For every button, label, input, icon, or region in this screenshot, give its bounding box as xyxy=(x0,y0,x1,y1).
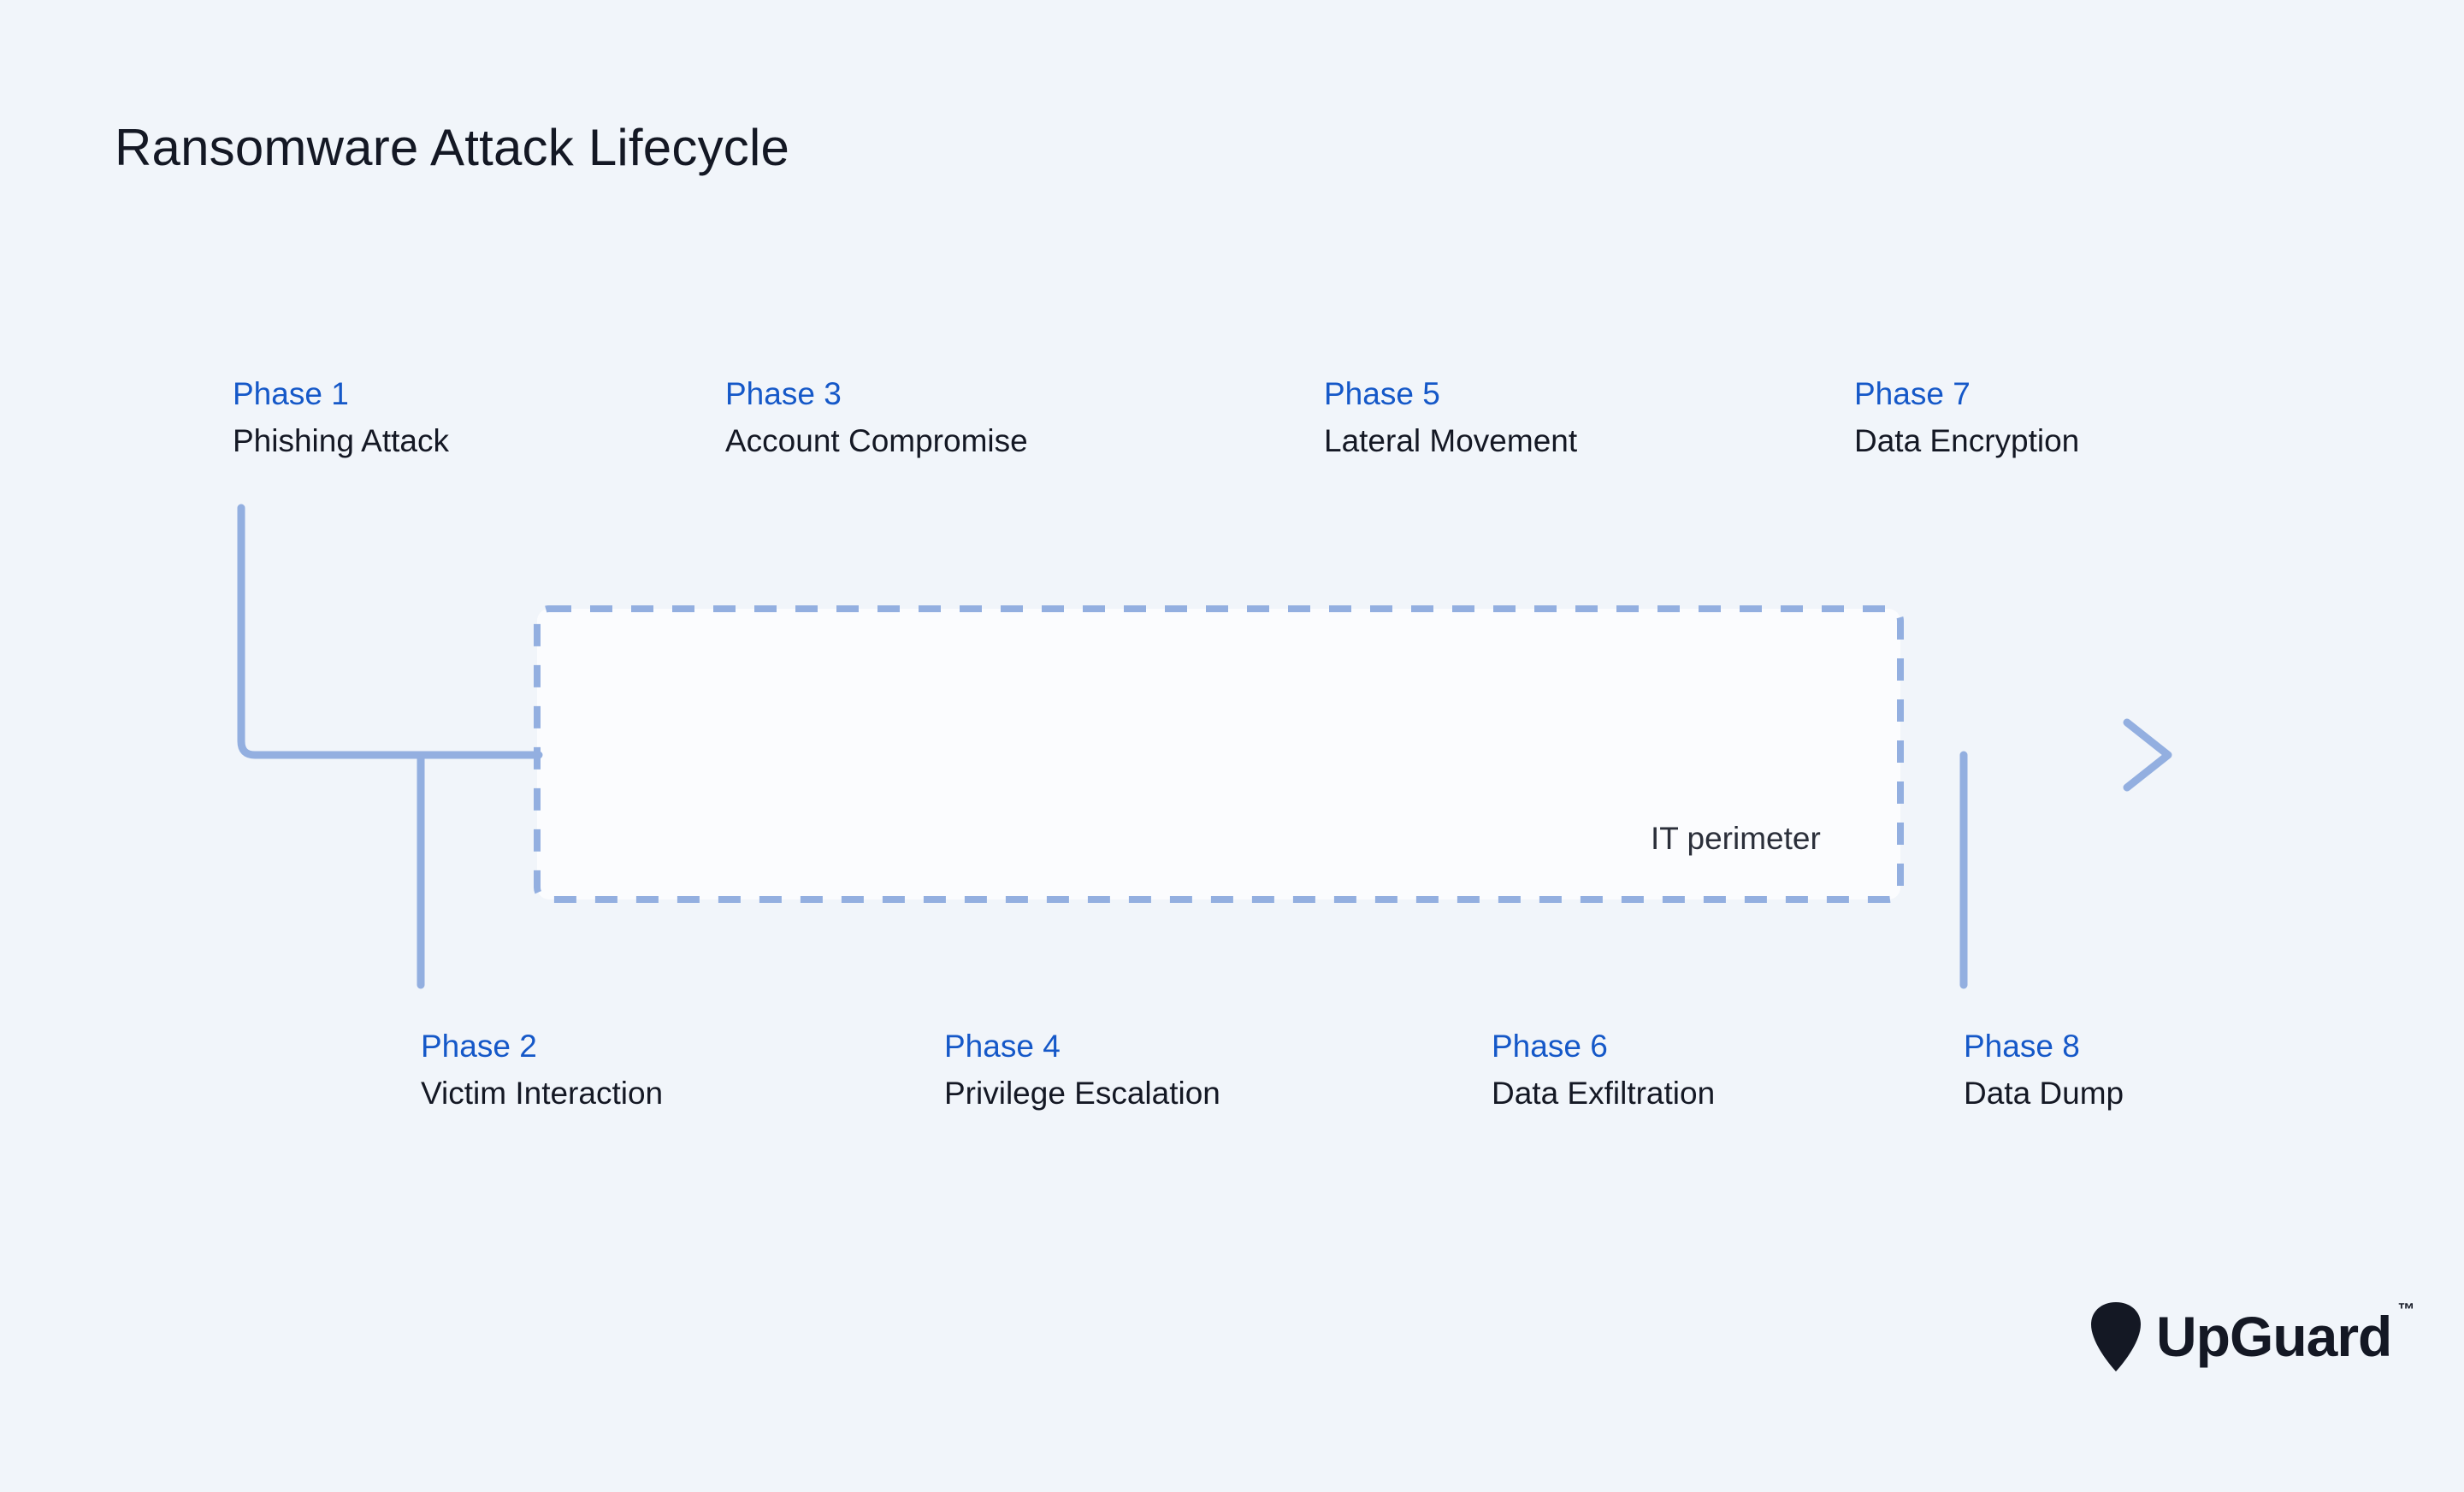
it-perimeter-label: IT perimeter xyxy=(1651,821,1821,856)
phase-label-3: Phase 3 Account Compromise xyxy=(725,374,1028,463)
upguard-shield-icon xyxy=(2091,1302,2141,1371)
phase-number-7: Phase 7 xyxy=(1854,376,1971,411)
phase-number-8: Phase 8 xyxy=(1964,1029,2080,1064)
phase-number-1: Phase 1 xyxy=(233,376,349,411)
phase-number-4: Phase 4 xyxy=(944,1029,1061,1064)
phase-number-6: Phase 6 xyxy=(1492,1029,1608,1064)
trademark-symbol: ™ xyxy=(2397,1300,2414,1319)
phase-label-5: Phase 5 Lateral Movement xyxy=(1324,374,1577,463)
phase-label-8: Phase 8 Data Dump xyxy=(1964,1026,2124,1115)
phase-label-2: Phase 2 Victim Interaction xyxy=(421,1026,663,1115)
phase-name-2: Victim Interaction xyxy=(421,1076,664,1111)
phase-label-4: Phase 4 Privilege Escalation xyxy=(944,1026,1220,1115)
phase-name-4: Privilege Escalation xyxy=(944,1076,1220,1111)
upguard-wordmark: UpGuard ™ xyxy=(2156,1301,2414,1368)
phase-name-5: Lateral Movement xyxy=(1324,423,1578,458)
page-title: Ransomware Attack Lifecycle xyxy=(115,119,790,176)
phase-label-7: Phase 7 Data Encryption xyxy=(1854,374,2079,463)
timeline-arrowhead xyxy=(2123,718,2172,792)
phase-name-7: Data Encryption xyxy=(1854,423,2080,458)
phase-label-1: Phase 1 Phishing Attack xyxy=(233,374,449,463)
phase-name-3: Account Compromise xyxy=(725,423,1028,458)
phase-name-1: Phishing Attack xyxy=(233,423,449,458)
upguard-logo: UpGuard ™ xyxy=(2089,1301,2414,1371)
phase-number-3: Phase 3 xyxy=(725,376,842,411)
upguard-name: UpGuard xyxy=(2156,1305,2392,1368)
phase-label-6: Phase 6 Data Exfiltration xyxy=(1492,1026,1715,1115)
it-perimeter-boundary xyxy=(534,605,1904,903)
phase-number-5: Phase 5 xyxy=(1324,376,1440,411)
phase-name-6: Data Exfiltration xyxy=(1492,1076,1716,1111)
stem-phase-1 xyxy=(237,504,543,759)
phase-number-2: Phase 2 xyxy=(421,1029,537,1064)
phase-name-8: Data Dump xyxy=(1964,1076,2124,1111)
